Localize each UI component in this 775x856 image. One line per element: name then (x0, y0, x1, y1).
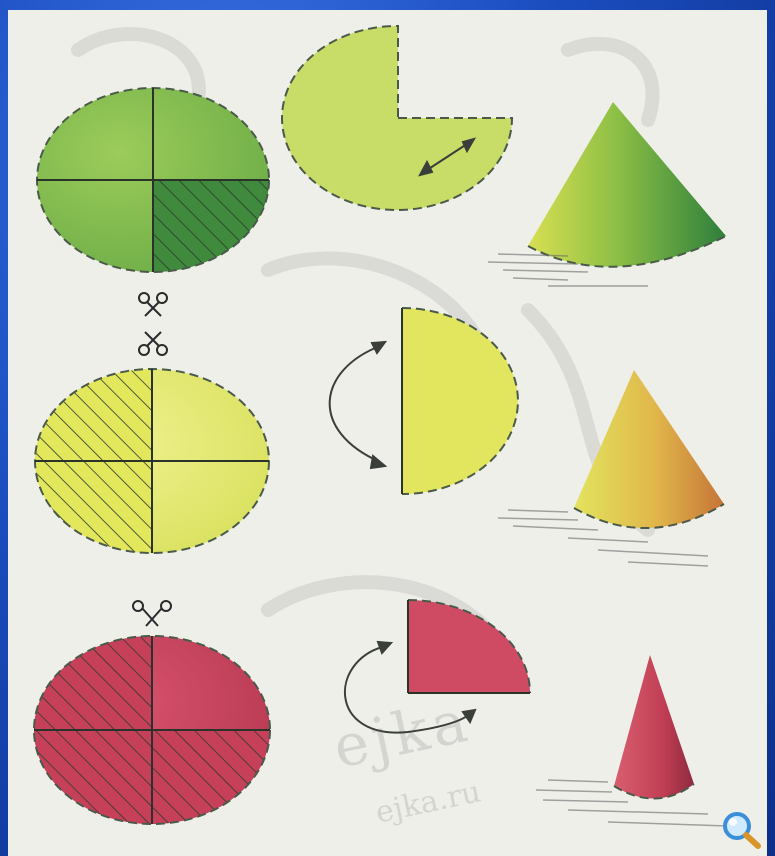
green-circle (37, 88, 269, 272)
red-circle (34, 636, 270, 824)
red-cone (614, 655, 694, 799)
red-quarter-sector (408, 600, 530, 693)
green-cone (528, 102, 726, 267)
illustration-sheet: ejka ejka.ru (8, 10, 767, 856)
scissors-icon (139, 293, 167, 316)
arrow-icon (330, 342, 385, 468)
scissors-icon (133, 601, 171, 626)
yellow-circle (35, 369, 269, 553)
magnifier-icon[interactable] (718, 808, 768, 852)
green-sector (282, 26, 512, 210)
scissors-icon (139, 332, 167, 355)
yellow-half-sector (402, 308, 518, 494)
